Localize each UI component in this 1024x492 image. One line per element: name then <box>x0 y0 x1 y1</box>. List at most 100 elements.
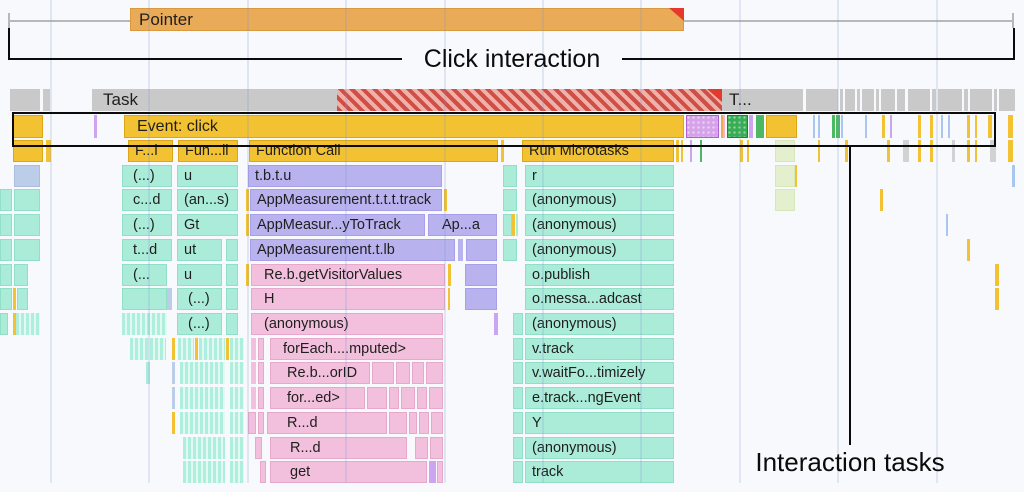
flame-bar[interactable] <box>14 189 40 212</box>
flame-bar[interactable]: (... <box>122 263 167 286</box>
flame-bar[interactable]: o.messa...adcast <box>525 288 674 311</box>
flame-bar[interactable] <box>10 89 40 111</box>
flame-bar[interactable]: t...d <box>122 238 172 261</box>
flame-bar[interactable] <box>503 214 512 237</box>
flame-bar[interactable] <box>964 89 968 111</box>
flame-bar[interactable]: F...l <box>128 140 173 162</box>
flame-bar[interactable] <box>967 140 970 162</box>
flame-bar[interactable] <box>448 288 450 311</box>
flame-bar[interactable] <box>513 387 523 410</box>
flame-bar[interactable] <box>967 115 970 138</box>
flame-bar[interactable] <box>723 115 725 138</box>
flame-bar[interactable] <box>503 238 517 261</box>
flame-bar[interactable] <box>887 140 890 162</box>
flame-bar[interactable] <box>43 89 50 111</box>
flame-bar[interactable] <box>690 140 692 162</box>
flame-bar[interactable]: Function Call <box>249 140 498 162</box>
flame-bar[interactable] <box>226 313 238 336</box>
flame-bar[interactable]: forEach....mputed> <box>270 337 443 360</box>
flame-bar[interactable] <box>230 436 244 459</box>
flame-bar[interactable] <box>818 140 820 162</box>
flame-bar[interactable] <box>429 387 443 410</box>
flame-bar[interactable]: Gt <box>177 214 238 237</box>
flame-bar[interactable] <box>401 387 415 410</box>
flame-bar[interactable] <box>995 263 999 286</box>
flame-bar[interactable] <box>952 140 955 162</box>
flame-bar[interactable]: v.track <box>525 337 674 360</box>
flame-bar[interactable] <box>0 238 12 261</box>
flame-bar[interactable]: Fun...ll <box>178 140 238 162</box>
flame-bar[interactable] <box>727 115 748 138</box>
flame-bar[interactable] <box>246 263 249 286</box>
flame-bar[interactable] <box>444 189 447 212</box>
flame-bar[interactable] <box>512 214 515 237</box>
flame-bar[interactable] <box>258 362 264 385</box>
flame-bar[interactable] <box>14 263 28 286</box>
flame-bar[interactable] <box>865 115 867 138</box>
task-long-hatched-bar[interactable] <box>337 89 722 111</box>
flame-bar[interactable]: (...) <box>122 164 172 187</box>
flame-bar[interactable] <box>676 140 679 162</box>
flame-bar[interactable] <box>13 140 43 162</box>
flame-bar[interactable] <box>970 89 992 111</box>
flame-bar[interactable] <box>199 337 225 360</box>
flame-bar[interactable] <box>412 362 424 385</box>
flame-bar[interactable] <box>740 140 743 162</box>
flame-bar[interactable] <box>806 89 838 111</box>
flame-bar[interactable] <box>841 115 843 138</box>
flame-bar[interactable] <box>429 461 436 484</box>
flame-bar[interactable] <box>415 436 428 459</box>
flame-bar[interactable] <box>513 411 523 434</box>
flame-bar[interactable] <box>430 436 443 459</box>
flame-bar[interactable] <box>967 238 970 261</box>
flame-bar[interactable] <box>513 461 523 484</box>
flame-bar[interactable]: (...) <box>177 288 222 311</box>
flame-bar[interactable] <box>845 140 848 162</box>
flame-bar[interactable] <box>930 115 933 138</box>
flame-bar[interactable] <box>466 238 497 261</box>
flame-bar[interactable] <box>882 115 885 138</box>
flame-bar[interactable]: Re.b...orID <box>270 362 370 385</box>
flame-bar[interactable]: R...d <box>267 411 387 434</box>
flame-bar[interactable] <box>16 313 40 336</box>
flame-bar[interactable] <box>994 89 997 111</box>
flame-bar[interactable] <box>230 411 244 434</box>
flame-bar[interactable] <box>775 189 795 212</box>
flame-bar[interactable] <box>881 89 895 111</box>
flame-bar[interactable] <box>255 436 262 459</box>
flame-bar[interactable] <box>775 164 795 187</box>
flame-bar[interactable] <box>756 115 764 138</box>
flame-bar[interactable]: (anonymous) <box>525 313 674 336</box>
flame-bar[interactable]: (an...s) <box>177 189 238 212</box>
flame-bar[interactable] <box>918 115 921 138</box>
flame-bar[interactable]: (anonymous) <box>251 313 443 336</box>
flame-bar[interactable]: AppMeasur...yToTrack <box>250 214 425 237</box>
flame-bar[interactable] <box>417 387 427 410</box>
flame-bar[interactable] <box>813 115 815 138</box>
flame-bar[interactable] <box>372 362 394 385</box>
flame-bar[interactable] <box>130 337 166 360</box>
flame-bar[interactable] <box>836 115 840 138</box>
flame-bar[interactable] <box>775 140 795 162</box>
flame-bar[interactable] <box>122 288 167 311</box>
flame-bar[interactable] <box>1012 164 1015 187</box>
flame-bar[interactable] <box>465 263 497 286</box>
flame-bar[interactable] <box>226 337 229 360</box>
flame-bar[interactable] <box>946 214 948 237</box>
flame-bar[interactable] <box>246 189 249 212</box>
flame-bar[interactable] <box>230 387 244 410</box>
flame-bar[interactable] <box>465 288 497 311</box>
flame-bar[interactable]: e.track...ngEvent <box>525 387 674 410</box>
flame-bar[interactable] <box>990 140 996 162</box>
flame-bar[interactable] <box>260 461 266 484</box>
flame-bar[interactable] <box>513 313 523 336</box>
flame-bar[interactable] <box>230 337 244 360</box>
flame-bar[interactable]: o.publish <box>525 263 674 286</box>
flame-bar[interactable] <box>686 115 719 138</box>
flame-bar[interactable] <box>975 115 977 138</box>
flame-bar[interactable]: for...ed> <box>270 387 365 410</box>
flame-bar[interactable] <box>426 362 443 385</box>
flame-bar[interactable]: AppMeasurement.t.lb <box>250 238 455 261</box>
flame-bar[interactable] <box>818 115 820 138</box>
flame-bar[interactable] <box>419 411 429 434</box>
